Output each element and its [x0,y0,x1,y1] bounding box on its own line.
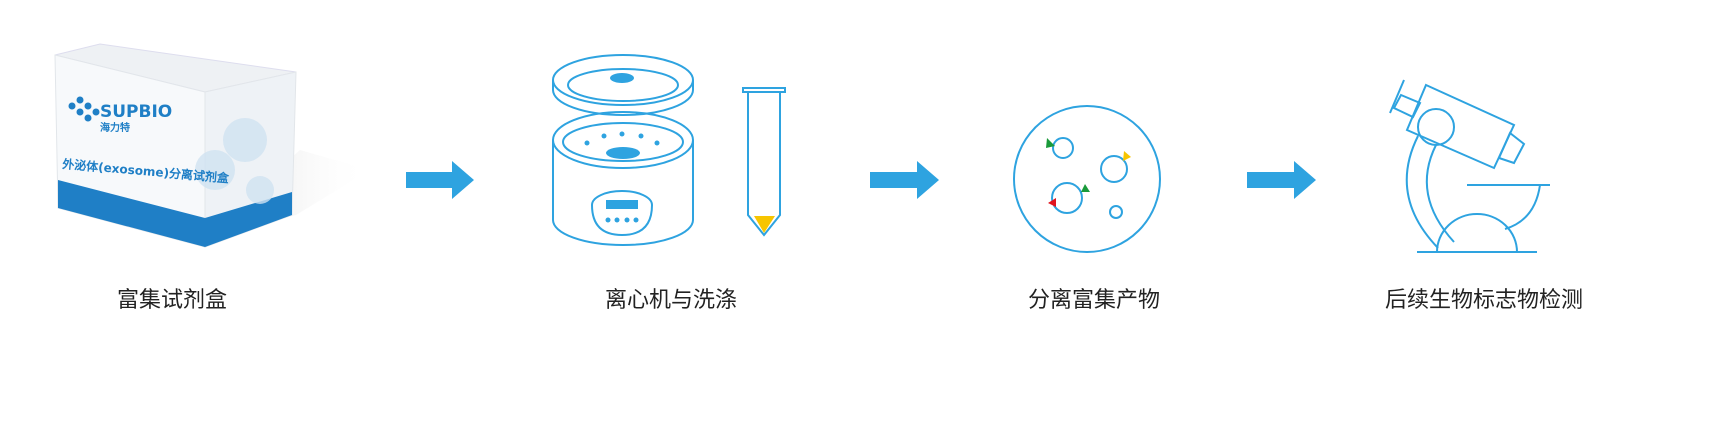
microscope-icon [1389,79,1550,253]
marker-red-icon [1048,198,1056,207]
marker-green-icon [1046,138,1055,148]
arrow-right-icon [1247,161,1316,199]
petri-dish-icon [1013,105,1161,253]
marker-yellow-icon [1123,151,1131,161]
marker-green-icon [1081,184,1090,192]
step-label-centrifuge: 离心机与洗涤 [604,288,738,313]
centrifuge-icon [552,54,694,246]
step-label-product: 分离富集产物 [1027,288,1161,313]
centrifuge-tube-icon [742,87,786,237]
kit-brand-logo: SUPBIO [100,102,172,122]
kit-brand-cn: 海力特 [100,121,130,134]
arrow-right-icon [406,161,474,199]
reagent-kit-box-icon: SUPBIO 海力特 外泌体(exosome)分离试剂盒 [54,43,370,248]
step-label-detection: 后续生物标志物检测 [1384,288,1584,313]
arrow-right-icon [870,161,939,199]
step-label-kit: 富集试剂盒 [116,288,228,313]
